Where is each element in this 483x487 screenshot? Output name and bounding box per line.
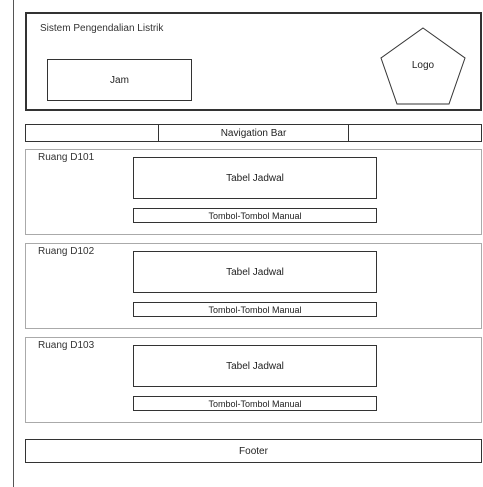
schedule-label: Tabel Jadwal xyxy=(226,172,284,184)
pentagon-logo-icon xyxy=(380,27,466,105)
manual-buttons-label: Tombol-Tombol Manual xyxy=(208,210,302,221)
schedule-table: Tabel Jadwal xyxy=(133,345,377,387)
page-frame xyxy=(13,0,483,487)
footer-label: Footer xyxy=(239,445,268,457)
room-label: Ruang D103 xyxy=(38,340,95,351)
manual-buttons-label: Tombol-Tombol Manual xyxy=(208,398,302,409)
schedule-label: Tabel Jadwal xyxy=(226,266,284,278)
manual-buttons[interactable]: Tombol-Tombol Manual xyxy=(133,208,377,223)
manual-buttons[interactable]: Tombol-Tombol Manual xyxy=(133,302,377,317)
room-label: Ruang D102 xyxy=(38,246,95,257)
manual-buttons[interactable]: Tombol-Tombol Manual xyxy=(133,396,377,411)
header: Sistem Pengendalian Listrik Jam Logo xyxy=(25,12,482,111)
schedule-table: Tabel Jadwal xyxy=(133,251,377,293)
room-section-d101: Ruang D101 Tabel Jadwal Tombol-Tombol Ma… xyxy=(25,149,482,235)
room-label: Ruang D101 xyxy=(38,152,95,163)
nav-segment-left[interactable] xyxy=(26,125,159,141)
room-section-d102: Ruang D102 Tabel Jadwal Tombol-Tombol Ma… xyxy=(25,243,482,329)
logo: Logo xyxy=(378,26,468,105)
footer: Footer xyxy=(25,439,482,463)
clock-box: Jam xyxy=(47,59,192,101)
nav-segment-center[interactable]: Navigation Bar xyxy=(159,125,349,141)
nav-segment-right[interactable] xyxy=(349,125,481,141)
manual-buttons-label: Tombol-Tombol Manual xyxy=(208,304,302,315)
clock-label: Jam xyxy=(110,74,129,86)
room-section-d103: Ruang D103 Tabel Jadwal Tombol-Tombol Ma… xyxy=(25,337,482,423)
schedule-table: Tabel Jadwal xyxy=(133,157,377,199)
navigation-bar[interactable]: Navigation Bar xyxy=(25,124,482,142)
page-title: Sistem Pengendalian Listrik xyxy=(40,23,164,34)
logo-label: Logo xyxy=(411,59,435,71)
nav-label: Navigation Bar xyxy=(220,127,287,139)
schedule-label: Tabel Jadwal xyxy=(226,360,284,372)
